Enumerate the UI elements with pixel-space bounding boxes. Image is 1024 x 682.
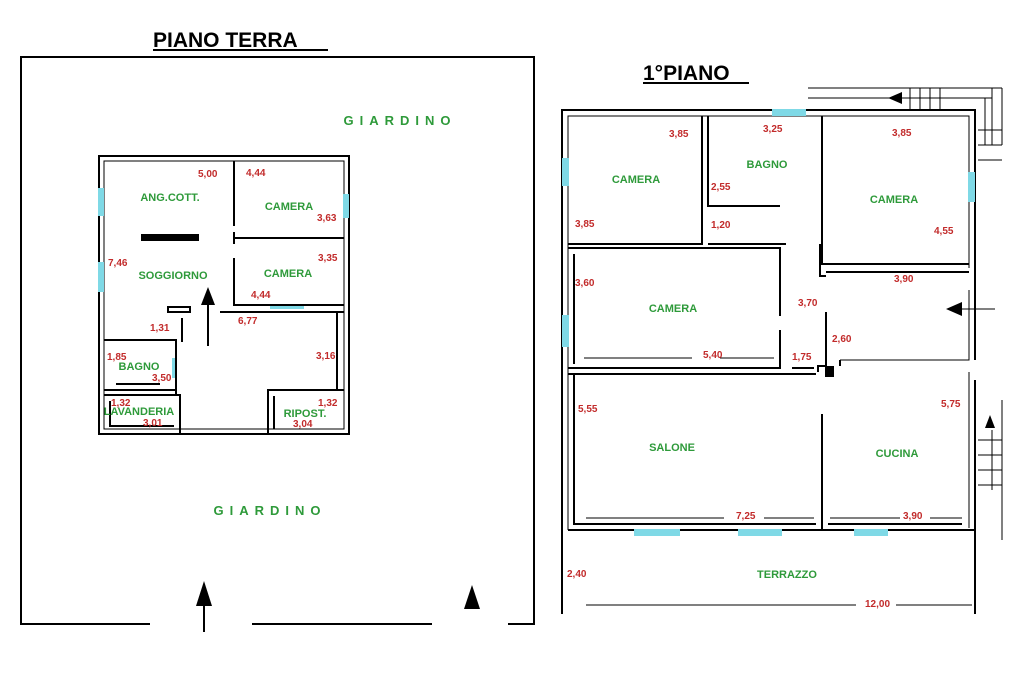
- room-label: CAMERA: [264, 268, 312, 280]
- room-label: LAVANDERIA: [104, 406, 175, 418]
- garden-label: GIARDINO: [214, 503, 327, 518]
- dimension-label: 3,63: [317, 213, 337, 224]
- ground-lot-boundary: [20, 56, 535, 625]
- wall: [104, 394, 181, 434]
- dimension-label: 5,75: [941, 399, 961, 410]
- window: [98, 188, 104, 216]
- room-label: CAMERA: [265, 201, 313, 213]
- window: [738, 529, 782, 536]
- dimension-label: 3,50: [152, 373, 172, 384]
- wall: [573, 374, 816, 525]
- dimension-label: 5,00: [198, 169, 218, 180]
- room-label: ANG.COTT.: [140, 192, 199, 204]
- dimension-label: 5,55: [578, 404, 598, 415]
- dimension-label: 3,85: [669, 129, 689, 140]
- wall: [821, 116, 969, 265]
- first-floor: 1°PIANO: [561, 62, 1003, 614]
- window: [968, 172, 975, 202]
- first-outline: [561, 109, 976, 614]
- ground-house-inner: [103, 160, 345, 430]
- room-label: BAGNO: [119, 361, 160, 373]
- dimension-label: 6,77: [238, 316, 258, 327]
- window: [634, 529, 680, 536]
- chimney: [825, 366, 834, 377]
- wall: [167, 306, 191, 313]
- stairs: [909, 88, 941, 110]
- wall: [707, 116, 780, 207]
- garden-label: GIARDINO: [344, 113, 457, 128]
- first-floor-title: 1°PIANO: [643, 62, 730, 85]
- dimension-label: 3,25: [763, 124, 783, 135]
- dimension-label: 3,60: [575, 278, 595, 289]
- dimension-label: 12,00: [865, 599, 890, 610]
- dimension-label: 1,31: [150, 323, 170, 334]
- dimension-label: 2,55: [711, 182, 731, 193]
- dimension-label: 7,46: [108, 258, 128, 269]
- dimension-label: 3,16: [316, 351, 336, 362]
- window: [562, 158, 569, 186]
- window: [343, 194, 349, 218]
- room-label: SALONE: [649, 442, 695, 454]
- dimension-label: 3,01: [143, 418, 163, 429]
- dimension-label: 5,40: [703, 350, 723, 361]
- dimension-label: 3,85: [575, 219, 595, 230]
- wall: [104, 339, 177, 395]
- entrance-arrow-icon: [464, 585, 480, 609]
- wall: [568, 247, 781, 316]
- stairs: [978, 129, 1002, 161]
- dimension-label: 4,44: [251, 290, 271, 301]
- room-label: CUCINA: [876, 448, 919, 460]
- wall: [840, 290, 970, 361]
- window: [98, 262, 104, 292]
- room-label: SOGGIORNO: [138, 270, 208, 282]
- dimension-label: 1,75: [792, 352, 812, 363]
- room-label: TERRAZZO: [757, 569, 817, 581]
- entrance-arrow-icon: [196, 581, 212, 606]
- window: [772, 109, 806, 116]
- stair-arrow-icon: [888, 92, 902, 104]
- dimension-label: 2,60: [832, 334, 852, 345]
- entry-arrow-icon: [946, 302, 962, 316]
- dimension-label: 3,70: [798, 298, 818, 309]
- dimension-label: 3,85: [892, 128, 912, 139]
- dimension-label: 4,44: [246, 168, 266, 179]
- dimension-label: 3,35: [318, 253, 338, 264]
- dimension-label: 3,90: [903, 511, 923, 522]
- room-label: CAMERA: [870, 194, 918, 206]
- window: [562, 315, 569, 347]
- dimension-label: 1,32: [111, 398, 131, 409]
- room-label: CAMERA: [612, 174, 660, 186]
- dimension-label: 4,55: [934, 226, 954, 237]
- room-label: RIPOST.: [284, 408, 327, 420]
- room-label: CAMERA: [649, 303, 697, 315]
- wall: [819, 244, 826, 277]
- wall: [568, 116, 703, 245]
- stair-arrow-icon: [985, 415, 995, 428]
- room-label: BAGNO: [747, 159, 788, 171]
- stairs: [978, 400, 1003, 540]
- window: [270, 305, 304, 309]
- wall: [817, 312, 827, 372]
- wall: [568, 330, 781, 369]
- ground-floor-title: PIANO TERRA: [153, 29, 298, 52]
- dimension-label: 7,25: [736, 511, 756, 522]
- dimension-label: 3,90: [894, 274, 914, 285]
- ground-floor: PIANO TERRA: [20, 29, 535, 632]
- entry-arrow-icon: [201, 287, 215, 305]
- window: [172, 358, 176, 378]
- dimension-label: 1,85: [107, 352, 127, 363]
- ground-house-outline: [98, 155, 350, 435]
- dimension-label: 1,20: [711, 220, 731, 231]
- dimension-label: 2,40: [567, 569, 587, 580]
- dimension-label: 3,04: [293, 419, 313, 430]
- window: [854, 529, 888, 536]
- wall: [233, 258, 344, 306]
- wall: [267, 389, 344, 434]
- dimension-label: 1,32: [318, 398, 338, 409]
- wall: [109, 401, 174, 427]
- kitchen-counter: [141, 234, 199, 241]
